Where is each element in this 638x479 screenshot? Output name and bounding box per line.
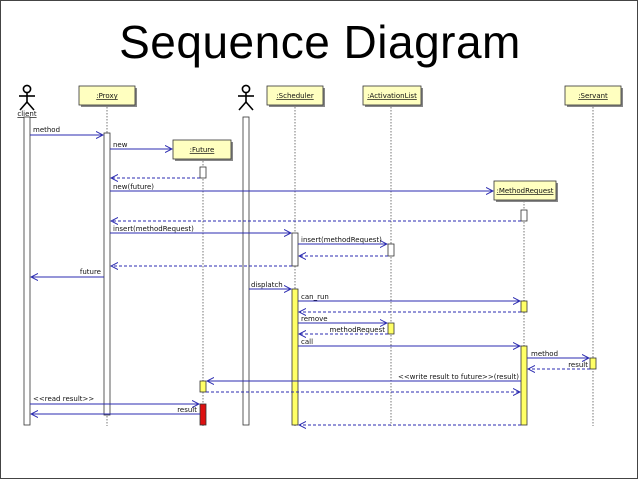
message-label-call: call <box>301 338 313 346</box>
message-label-method-servant: method <box>531 350 558 358</box>
message-label-methodrequest: methodRequest <box>330 326 386 334</box>
message-label-method: method <box>33 126 60 134</box>
object-proxy-label: :Proxy <box>96 92 118 100</box>
activation-scheduler-1 <box>291 232 299 267</box>
activation-client <box>23 116 31 426</box>
object-activationlist-label: :ActivationList <box>367 92 417 100</box>
message-label-remove: remove <box>301 315 328 323</box>
activation-future-3 <box>199 403 207 426</box>
activation-servant <box>589 357 597 370</box>
message-label-result-client: result <box>177 406 197 414</box>
message-label-can-run: can_run <box>301 293 329 301</box>
activation-activationlist-2 <box>387 322 395 335</box>
activation-activationlist-1 <box>387 243 395 257</box>
slide-title: Sequence Diagram <box>119 16 521 68</box>
object-future-label: :Future <box>190 146 215 154</box>
activation-methodrequest-3 <box>520 345 528 426</box>
message-label-result-servant: result <box>568 361 588 369</box>
activation-proxy <box>103 132 111 416</box>
message-label-new: new <box>113 141 128 149</box>
object-activationlist: :ActivationList <box>362 85 423 107</box>
message-label-displatch: displatch <box>251 281 283 289</box>
actor-2 <box>238 84 254 111</box>
object-proxy: :Proxy <box>78 85 137 107</box>
message-label-insert-1: insert(methodRequest) <box>113 225 194 233</box>
message-label-write-result: <<write result to future>>(result) <box>398 373 519 381</box>
actor-client-label: client <box>17 110 36 118</box>
message-label-future: future <box>80 268 101 276</box>
object-scheduler-label: :Scheduler <box>276 92 314 100</box>
object-scheduler: :Scheduler <box>266 85 325 107</box>
activation-future-2 <box>199 380 207 393</box>
message-label-insert-2: insert(methodRequest) <box>301 236 382 244</box>
object-methodrequest: :MethodRequest <box>493 180 558 202</box>
actor-client <box>19 84 35 111</box>
message-label-read-result: <<read result>> <box>33 395 94 403</box>
object-methodrequest-label: :MethodRequest <box>496 187 553 195</box>
activation-scheduler-2 <box>291 288 299 426</box>
activation-methodrequest-2 <box>520 300 528 313</box>
message-label-new-future: new(future) <box>113 183 154 191</box>
object-servant-label: :Servant <box>578 92 608 100</box>
activation-actor2 <box>242 116 250 426</box>
object-servant: :Servant <box>564 85 623 107</box>
activation-methodrequest-1 <box>520 209 528 222</box>
object-future: :Future <box>172 139 233 161</box>
activation-future-1 <box>199 166 207 179</box>
